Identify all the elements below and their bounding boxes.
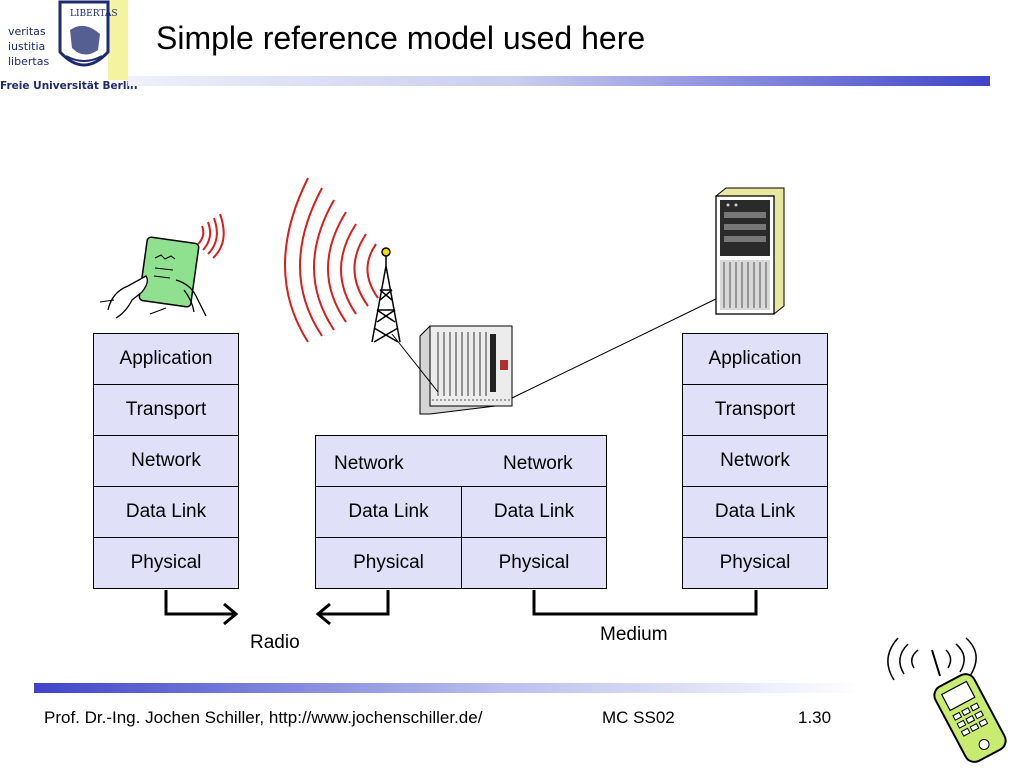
right-layer-transport: Transport [682,384,828,436]
right-layer-physical: Physical [682,537,828,589]
left-layer-transport: Transport [93,384,239,436]
pda-radio-waves-icon [197,213,225,259]
radio-link-right-arrow [315,590,390,626]
footer-divider [34,683,864,693]
left-layer-application: Application [93,333,239,385]
pda-device-icon [99,236,207,319]
radio-label: Radio [250,632,300,653]
page-title: Simple reference model used here [156,20,646,56]
router-layer-physical-left: Physical [315,537,462,589]
router-layer-physical-right: Physical [461,537,607,589]
router-layer-data-link-right: Data Link [461,486,607,538]
radio-tower-icon [371,247,401,343]
router-chassis-icon [419,325,513,415]
footer-author: Prof. Dr.-Ing. Jochen Schiller, http://w… [44,708,483,727]
footer-page-number: 1.30 [798,708,832,727]
logo-line-2: iustitia [8,40,46,53]
radio-link-left-arrow [164,590,239,626]
medium-label: Medium [600,624,668,645]
left-layer-physical: Physical [93,537,239,589]
medium-link-connector [532,590,758,616]
logo-line-1: veritas [8,25,46,38]
left-layer-network: Network [93,435,239,487]
server-tower-icon [715,187,785,315]
right-layer-application: Application [682,333,828,385]
mobile-phone-icon [887,637,1007,763]
right-layer-network: Network [682,435,828,487]
router-layer-network-right: Network [503,453,573,474]
router-layer-network-left: Network [334,453,404,474]
router-network-row [315,435,607,487]
logo-university: Freie Universität Berlin [0,80,138,92]
logo-line-3: libertas [8,55,50,68]
right-layer-data-link: Data Link [682,486,828,538]
header-divider [128,76,990,86]
footer-course: MC SS02 [602,708,675,727]
router-layer-data-link-left: Data Link [315,486,462,538]
tower-radio-waves-icon [284,177,379,343]
university-logo: LIBERTAS veritas iustitia libertas Freie… [0,0,138,96]
left-layer-data-link: Data Link [93,486,239,538]
svg-text:LIBERTAS: LIBERTAS [70,9,118,19]
